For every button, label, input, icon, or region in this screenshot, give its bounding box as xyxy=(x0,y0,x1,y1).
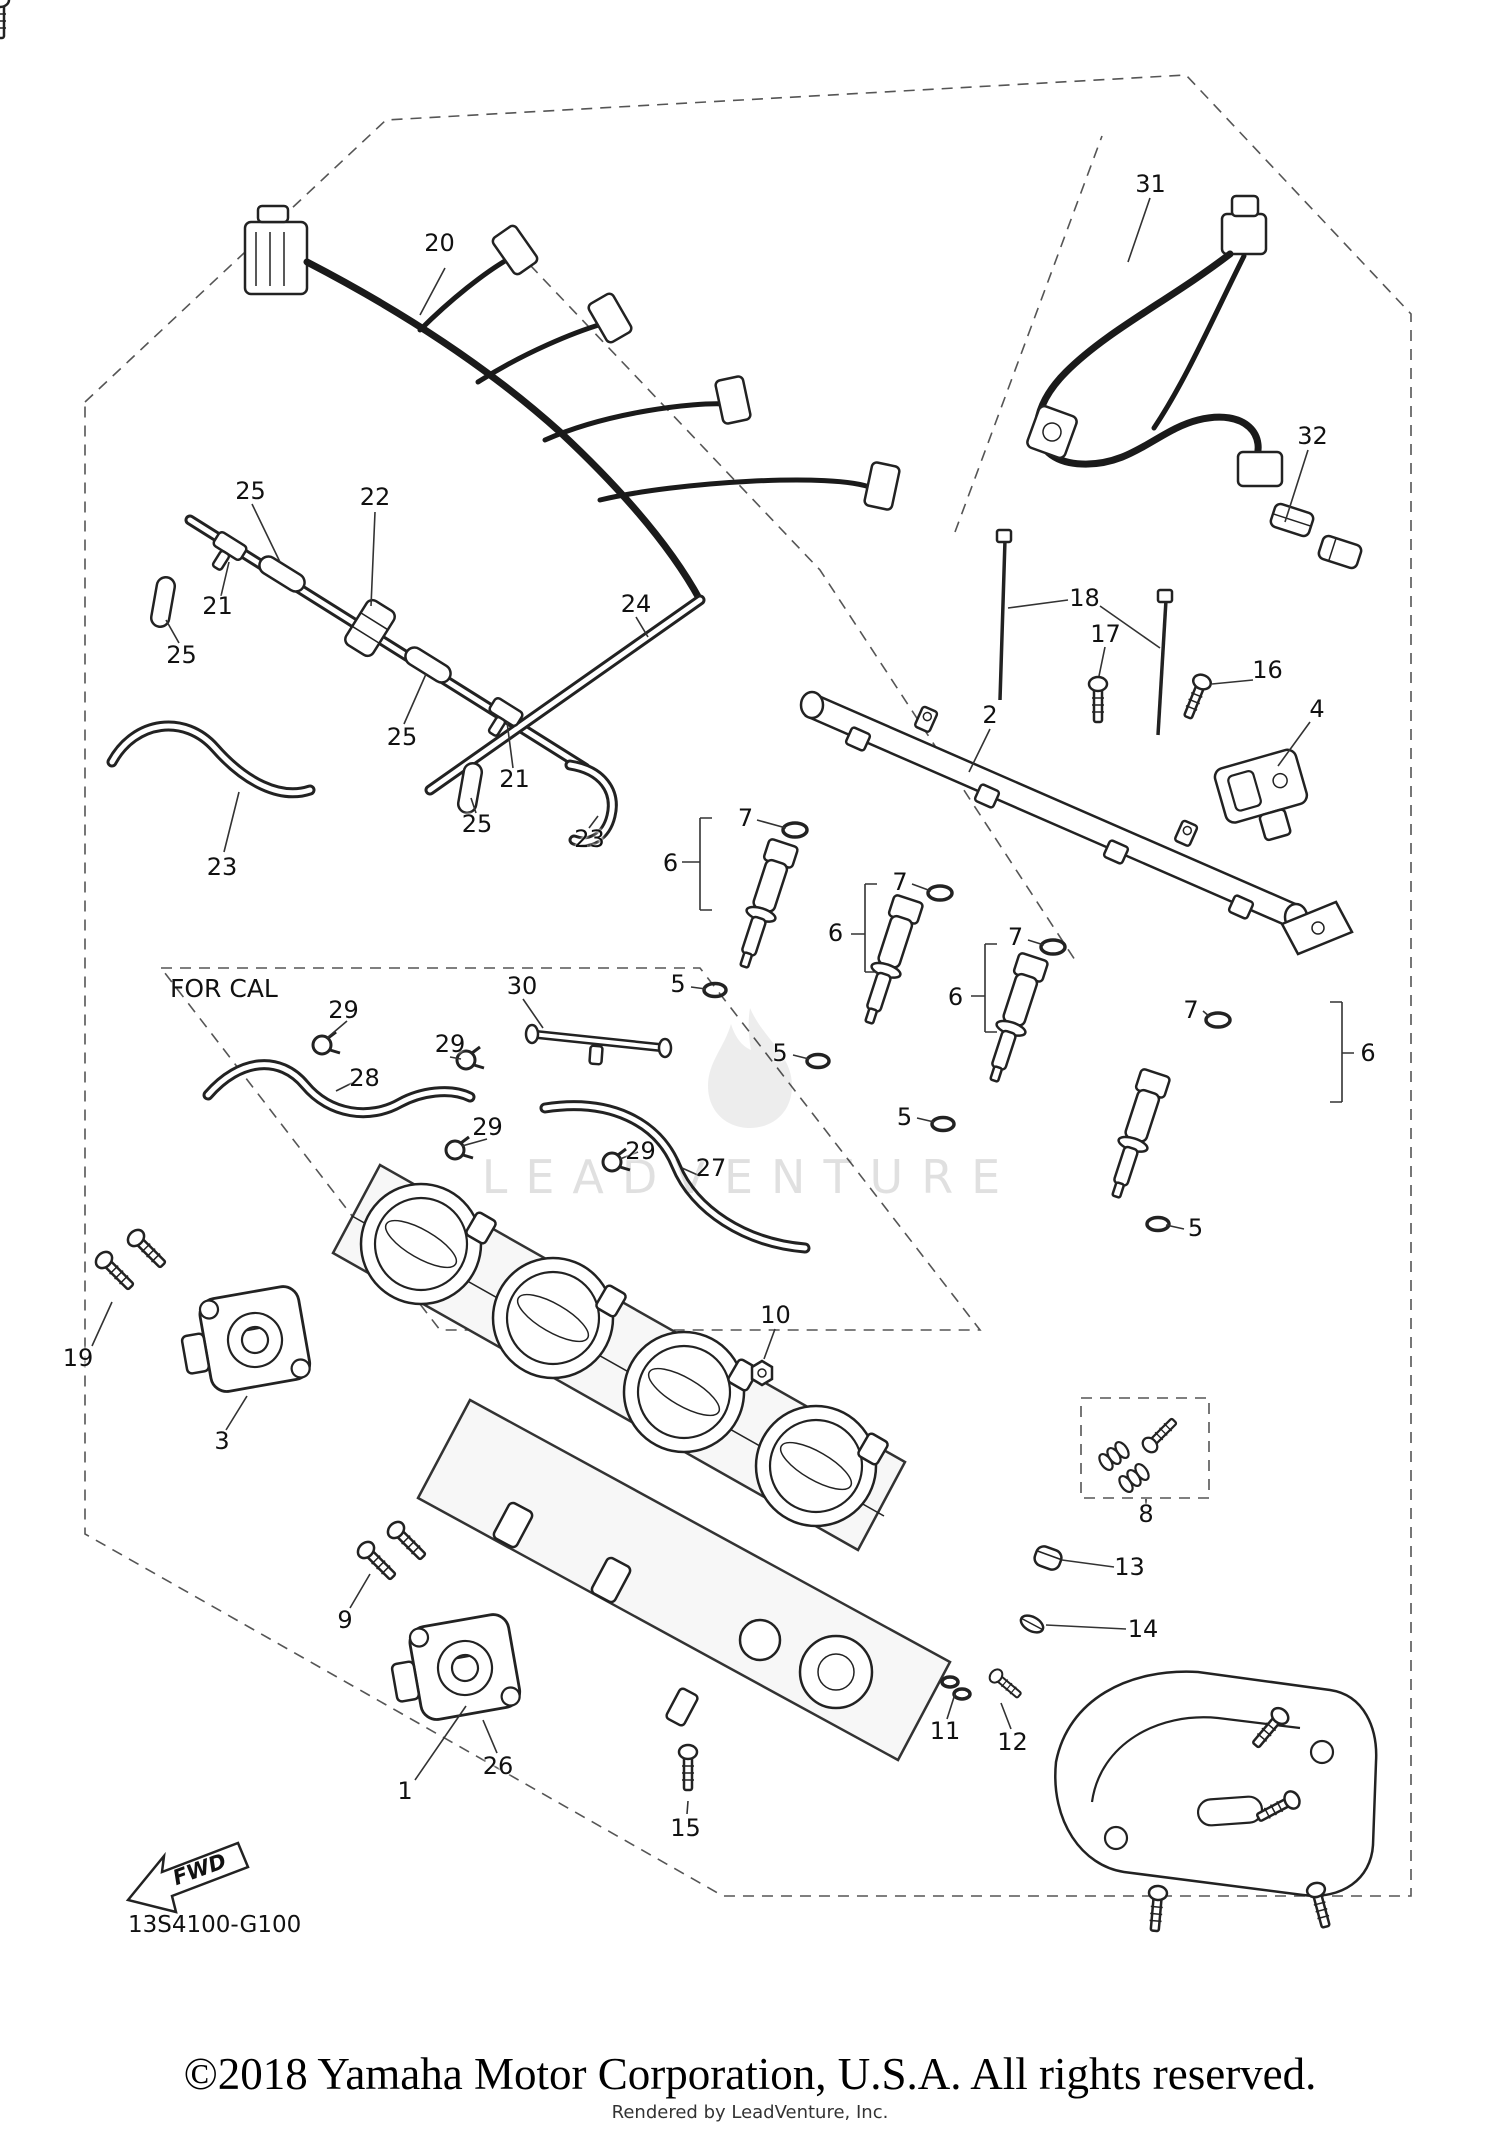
callout-label: 4 xyxy=(1309,694,1325,723)
callout-label: 7 xyxy=(737,803,754,832)
callout-label: 2 xyxy=(982,701,998,730)
callout-label: 10 xyxy=(760,1301,791,1330)
for-cal-hoses xyxy=(202,1023,811,1254)
callout-label: 23 xyxy=(574,825,605,854)
o-ring-lower xyxy=(805,1052,831,1070)
callout-label: 7 xyxy=(892,867,908,896)
callout-label: 13 xyxy=(1114,1553,1145,1582)
callout-label: 25 xyxy=(235,477,266,506)
callout-label: 8 xyxy=(1138,1499,1154,1528)
harness-clamp xyxy=(1269,502,1315,538)
callout-label: 27 xyxy=(695,1153,727,1182)
t-joint-21 xyxy=(487,696,524,737)
rendered-by-text: Rendered by LeadVenture, Inc. xyxy=(611,2102,889,2123)
callout-label: 5 xyxy=(1187,1213,1204,1242)
small-hardware xyxy=(677,1413,1182,1792)
callout-label: 30 xyxy=(506,972,538,1001)
o-ring-lower xyxy=(930,1115,956,1133)
callout-label: 3 xyxy=(214,1427,230,1456)
joint-22 xyxy=(344,598,396,658)
sub-wire-harness xyxy=(243,204,901,604)
callout-label: 11 xyxy=(929,1717,961,1746)
for-cal-box xyxy=(159,967,982,1331)
diagram-code: 13S4100-G100 xyxy=(128,1912,302,1938)
injector-harness xyxy=(1026,194,1363,570)
o-ring-upper xyxy=(1204,1011,1232,1029)
detail-box-8 xyxy=(1080,1397,1210,1499)
callout-label: 25 xyxy=(461,810,493,839)
callout-label: 6 xyxy=(1360,1038,1376,1067)
callout-label: 5 xyxy=(670,970,686,999)
callout-label: 17 xyxy=(1090,620,1121,649)
callout-label: 22 xyxy=(359,483,391,512)
callout-label: 29 xyxy=(625,1136,656,1165)
callout-label: 24 xyxy=(620,590,652,619)
callout-label: 1 xyxy=(397,1777,413,1806)
callout-label: 19 xyxy=(62,1343,94,1372)
callout-label: 23 xyxy=(206,852,238,881)
callout-label: 21 xyxy=(499,765,530,794)
hose-25 xyxy=(456,761,484,815)
callout-label: 25 xyxy=(166,641,197,670)
hose-clamp xyxy=(601,1147,631,1173)
dashed-boundaries xyxy=(84,74,1412,1897)
callout-label: 14 xyxy=(1127,1615,1159,1643)
callout-label: 16 xyxy=(1252,656,1283,685)
callout-label: 5 xyxy=(772,1038,788,1067)
ties-screws-sensor xyxy=(995,528,1309,842)
hose-25 xyxy=(258,555,306,593)
hose-25 xyxy=(149,575,177,629)
spring-8 xyxy=(1098,1440,1150,1494)
hose-clamp xyxy=(455,1045,485,1071)
callout-label: 18 xyxy=(1069,583,1100,612)
throttle-body xyxy=(331,1163,952,1762)
t-joint-21 xyxy=(211,530,248,571)
callout-label: 25 xyxy=(386,722,418,751)
callout-label: 26 xyxy=(482,1751,514,1780)
callout-label: 9 xyxy=(337,1606,353,1635)
callout-label: 6 xyxy=(827,918,844,947)
callout-label: 7 xyxy=(1183,995,1199,1024)
callout-label: 28 xyxy=(349,1064,380,1093)
callout-label: 12 xyxy=(997,1728,1028,1757)
nut-10 xyxy=(750,1359,774,1387)
callout-label: 29 xyxy=(434,1030,466,1058)
hose-25 xyxy=(404,646,452,684)
callout-label: 7 xyxy=(1007,923,1024,952)
watermark-text: LEADVENTURE xyxy=(481,1150,1019,1204)
callout-label: 5 xyxy=(896,1102,913,1131)
harness-clamp xyxy=(1317,534,1363,570)
callout-label: 32 xyxy=(1297,421,1328,450)
o-ring-upper xyxy=(781,821,809,839)
o-ring-upper xyxy=(1039,938,1067,956)
washer-11 xyxy=(940,1675,960,1689)
vacuum-piping xyxy=(106,514,706,848)
leader-lines xyxy=(91,197,1311,1815)
watermark-flame-icon xyxy=(708,1008,792,1128)
cap-13 xyxy=(1033,1545,1063,1571)
group-brackets xyxy=(682,817,1354,1103)
o-ring-upper xyxy=(926,884,954,902)
mounting-bracket xyxy=(1054,1670,1378,1933)
pressure-sensor xyxy=(1213,748,1309,842)
hose-clamp xyxy=(444,1135,474,1161)
for-cal-label: FOR CAL xyxy=(170,974,278,1003)
callout-label: 20 xyxy=(424,229,455,258)
callout-label: 6 xyxy=(947,983,964,1012)
o-ring-lower xyxy=(1145,1215,1171,1233)
callout-label: 21 xyxy=(202,592,233,621)
callout-label: 6 xyxy=(662,848,679,877)
fuel-rail xyxy=(799,690,1354,956)
fuel-injectors xyxy=(702,821,1232,1233)
callout-label: 29 xyxy=(328,995,359,1024)
callout-label: 15 xyxy=(670,1813,701,1842)
callout-label: 31 xyxy=(1135,169,1166,198)
copyright-text: ©2018 Yamaha Motor Corporation, U.S.A. A… xyxy=(183,2049,1317,2099)
clip-14 xyxy=(1019,1614,1045,1634)
washer-11 xyxy=(952,1687,972,1701)
o-ring-lower xyxy=(702,981,728,999)
callout-label: 29 xyxy=(472,1113,503,1142)
